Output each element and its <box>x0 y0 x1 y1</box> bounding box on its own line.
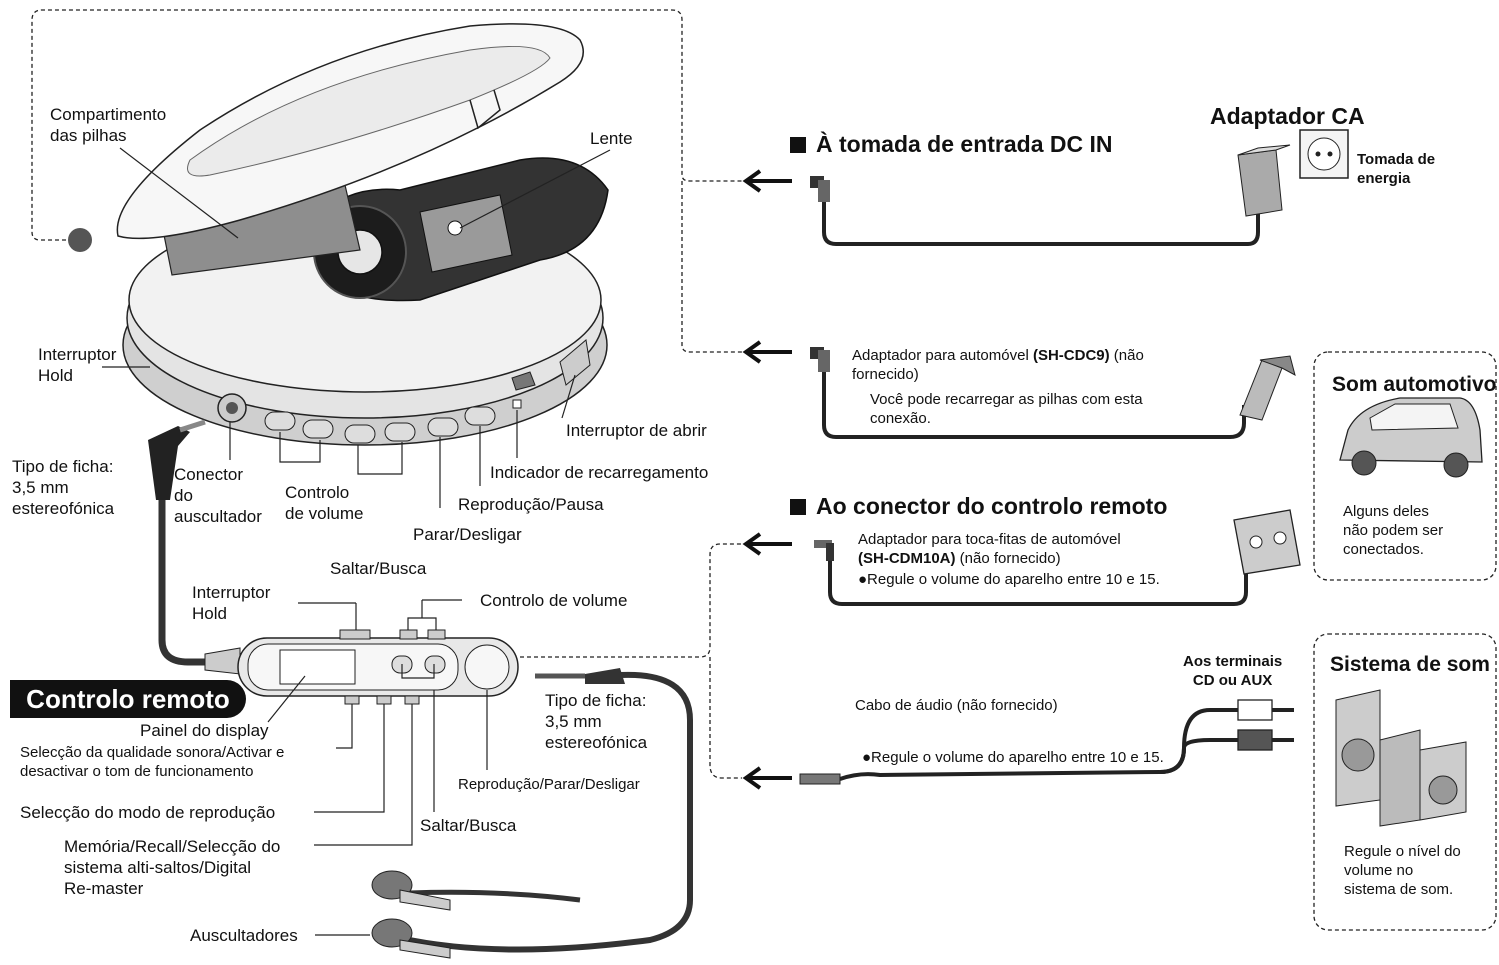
lens-label: Lente <box>590 129 633 148</box>
power-outlet-label: Tomada de energia <box>1357 151 1436 187</box>
sound-system-note: Regule o nível do volume no sistema de s… <box>1344 843 1461 898</box>
hold-switch-label: Interruptor Hold <box>38 345 117 385</box>
earphone-cable <box>399 671 693 953</box>
remote-leader-lines <box>267 599 488 936</box>
dashed-guide-car <box>681 181 742 353</box>
car-illustration <box>1339 397 1483 478</box>
remote-illustration <box>204 629 519 705</box>
charge-indicator-label: Indicador de recarregamento <box>490 463 709 482</box>
battery-dot <box>68 228 92 252</box>
stereo-illustration <box>1335 689 1467 827</box>
display-panel-label: Painel do display <box>140 721 269 740</box>
cassette-adapter-label: Adaptador para toca-fitas de automóvel(S… <box>858 531 1121 567</box>
dcin-cable <box>822 186 1260 246</box>
remote-volume-label: Controlo de volume <box>480 591 628 610</box>
car-audio-title: Som automotivo <box>1332 373 1497 396</box>
car-audio-note: Alguns deles não podem ser conectados. <box>1343 503 1444 558</box>
right-plug <box>585 668 625 684</box>
play-mode-label: Selecção do modo de reprodução <box>20 803 276 822</box>
dcin-heading: À tomada de entrada DC IN <box>790 130 1113 158</box>
stop-off-label: Parar/Desligar <box>413 525 522 544</box>
left-plug <box>148 426 190 500</box>
car-plug <box>1239 359 1283 421</box>
car-cable <box>822 357 1246 439</box>
plug-type-left-label: Tipo de ficha: 3,5 mm estereofónica <box>12 457 115 518</box>
volume-label: Controlo de volume <box>285 483 364 523</box>
audio-cable-label: Cabo de áudio (não fornecido) <box>855 697 1058 714</box>
dashed-guide-dcin <box>31 9 742 241</box>
remote-cord <box>158 455 222 666</box>
plug-type-remote-label: Tipo de ficha: 3,5 mm estereofónica <box>545 691 648 752</box>
remote-title-badge: Controlo remoto <box>10 680 246 718</box>
headphones-label: Auscultadores <box>190 926 298 945</box>
sound-system-title: Sistema de som <box>1330 653 1490 676</box>
skip-search-label: Saltar/Busca <box>330 559 427 578</box>
cassette-note: ●Regule o volume do aparelho entre 10 e … <box>858 571 1160 588</box>
arrows <box>742 169 792 790</box>
remote-hold-label: Interruptor Hold <box>192 583 271 623</box>
remote-connector-heading: Ao conector do controlo remoto <box>790 492 1167 520</box>
car-adapter-label: Adaptador para automóvel (SH-CDC9) (não … <box>852 347 1144 383</box>
ac-adapter-illustration <box>1237 129 1349 217</box>
dashed-guide-remote <box>520 543 742 658</box>
headphone-connector-label: Conector do auscultador <box>174 465 262 526</box>
sound-quality-label: Selecção da qualidade sonora/Activar e d… <box>20 744 285 780</box>
cassette-cable <box>828 550 1248 606</box>
memory-recall-label: Memória/Recall/Selecção do sistema alti-… <box>64 837 281 898</box>
cassette-illustration <box>1233 509 1301 575</box>
earphones-illustration <box>371 870 451 959</box>
open-switch-label: Interruptor de abrir <box>566 421 707 440</box>
cd-player-illustration <box>116 23 609 446</box>
ac-adapter-title: Adaptador CA <box>1210 103 1365 129</box>
audio-cable-note: ●Regule o volume do aparelho entre 10 e … <box>862 749 1164 766</box>
battery-label: Compartimento das pilhas <box>50 105 167 145</box>
play-stop-off-label: Reprodução/Parar/Desligar <box>458 776 640 793</box>
play-pause-label: Reprodução/Pausa <box>458 495 604 514</box>
car-adapter-note: Você pode recarregar as pilhas com esta … <box>870 391 1143 427</box>
remote-skip-search-label: Saltar/Busca <box>420 816 517 835</box>
terminals-label: Aos terminais CD ou AUX <box>1183 653 1283 689</box>
player-leader-lines <box>102 147 611 508</box>
